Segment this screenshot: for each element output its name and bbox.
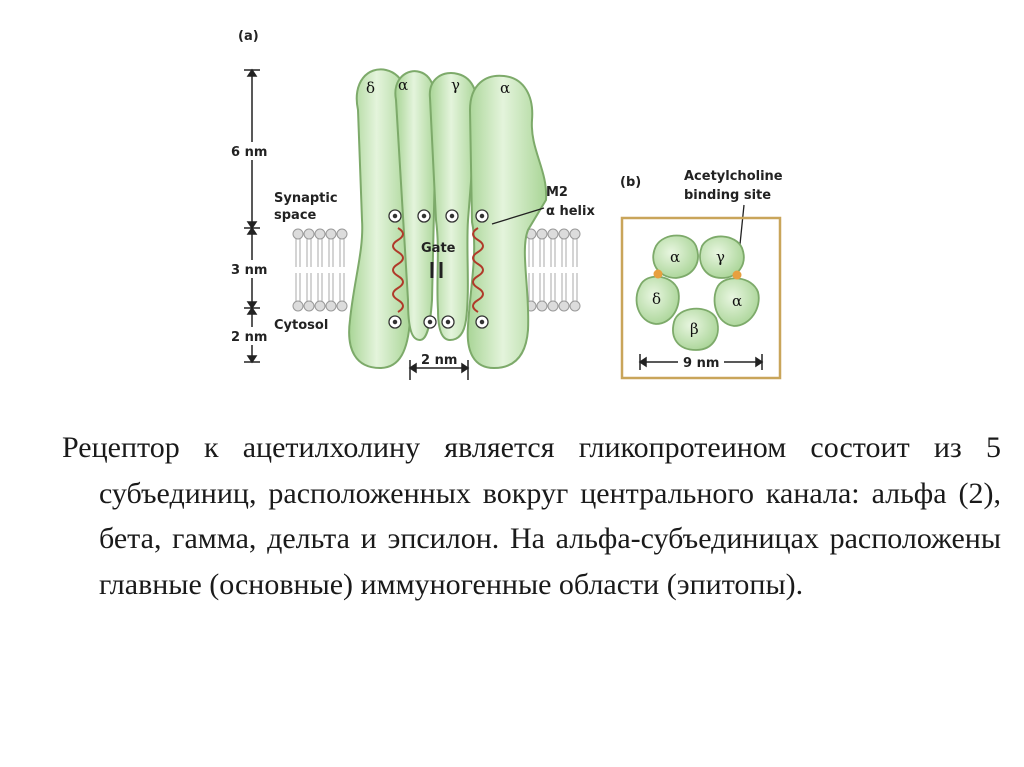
caption-text: Рецептор к ацетилхолину является гликопр… — [62, 431, 1001, 601]
gate-marker — [430, 262, 443, 278]
label-2nm-left: 2 nm — [231, 330, 267, 345]
panel-a: (a) 6 nm 3 nm 2 nm Synaptic space Cytoso… — [228, 29, 595, 380]
dimension-scale — [244, 68, 260, 364]
receptor-subunits — [348, 68, 548, 370]
label-2nm-bottom: 2 nm — [421, 353, 457, 368]
ring-subunit-alpha-top — [652, 234, 699, 279]
subunit-label-alpha-2: α — [500, 79, 510, 97]
subunit-label-delta: δ — [366, 79, 375, 97]
label-binding-site: binding site — [684, 188, 771, 203]
ring-subunit-gamma — [699, 235, 745, 279]
label-acetylcholine: Acetylcholine — [684, 169, 783, 184]
ring-label-gamma: γ — [716, 248, 725, 266]
binding-dot-left — [653, 269, 663, 279]
label-3nm: 3 nm — [231, 263, 267, 278]
ring-subunit-beta — [672, 307, 719, 351]
m2-helices — [392, 227, 484, 313]
label-space: space — [274, 208, 317, 223]
bottom-dimension — [408, 360, 470, 380]
subunit-label-alpha-1: α — [398, 76, 408, 94]
panel-b: (b) Acetylcholine binding site α γ α β δ… — [620, 169, 783, 380]
label-alpha-helix: α helix — [546, 204, 595, 219]
label-6nm: 6 nm — [231, 145, 267, 160]
panel-a-tag: (a) — [238, 29, 259, 44]
panel-b-tag: (b) — [620, 175, 641, 190]
m2-pointer — [491, 207, 545, 225]
label-9nm: 9 nm — [683, 356, 719, 371]
ring-label-delta: δ — [652, 290, 661, 308]
label-m2: M2 — [546, 185, 568, 200]
ring-label-alpha-1: α — [670, 248, 680, 266]
receptor-diagram: (a) 6 nm 3 nm 2 nm Synaptic space Cytoso… — [228, 29, 783, 380]
charge-markers — [388, 209, 489, 329]
binding-dot-right — [732, 270, 742, 280]
subunit-alpha-back-left — [394, 70, 438, 342]
subunit-alpha-right — [466, 74, 548, 370]
ring-label-beta: β — [690, 320, 699, 338]
label-synaptic: Synaptic — [274, 191, 338, 206]
label-gate: Gate — [421, 241, 456, 256]
panel-b-frame — [620, 216, 782, 380]
pentamer — [635, 234, 760, 351]
lipid-bilayer — [292, 228, 581, 312]
ring-label-alpha-2: α — [732, 292, 742, 310]
label-cytosol: Cytosol — [274, 318, 328, 333]
subunit-label-gamma: γ — [451, 76, 460, 94]
